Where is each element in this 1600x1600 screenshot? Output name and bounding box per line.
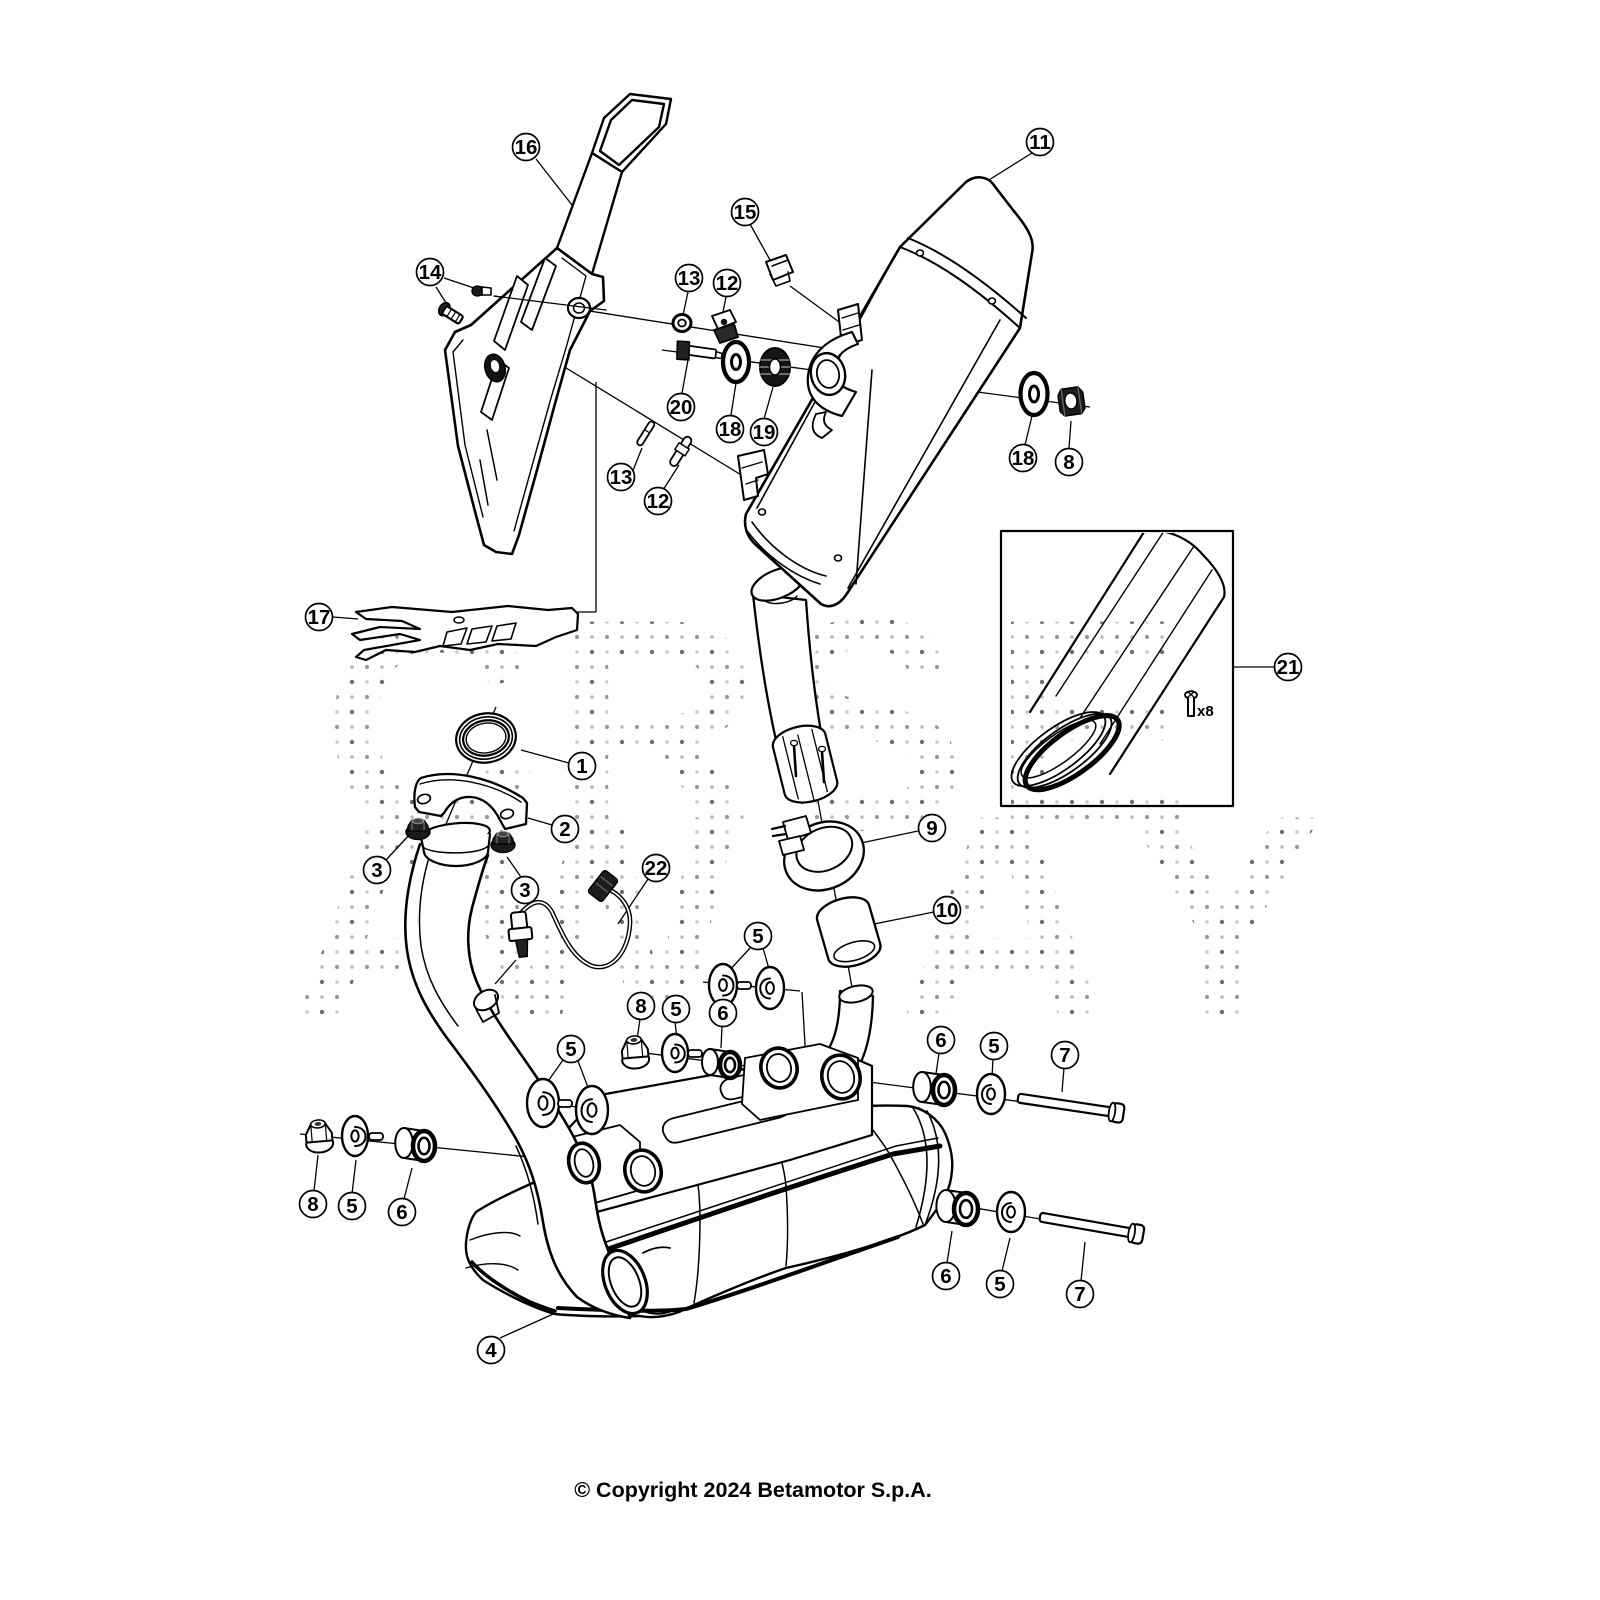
svg-text:21: 21 [1277,656,1300,679]
svg-text:3: 3 [371,859,382,882]
svg-text:6: 6 [940,1265,951,1288]
svg-text:18: 18 [1012,447,1035,470]
svg-text:10: 10 [936,899,959,922]
svg-text:5: 5 [988,1035,999,1058]
svg-text:13: 13 [678,267,701,290]
svg-text:19: 19 [753,421,776,444]
svg-text:2: 2 [559,818,570,841]
svg-text:6: 6 [396,1201,407,1224]
svg-text:5: 5 [994,1273,1005,1296]
svg-text:12: 12 [647,490,670,513]
svg-text:22: 22 [645,857,668,880]
svg-text:7: 7 [1059,1044,1070,1067]
svg-text:7: 7 [1074,1283,1085,1306]
svg-text:x8: x8 [1197,703,1214,720]
svg-text:11: 11 [1029,131,1051,154]
svg-text:5: 5 [565,1038,576,1061]
svg-text:8: 8 [307,1193,318,1216]
svg-text:20: 20 [670,396,693,419]
svg-text:12: 12 [716,272,739,295]
svg-text:8: 8 [635,995,646,1018]
svg-text:3: 3 [519,879,530,902]
svg-text:17: 17 [308,606,331,629]
svg-text:5: 5 [752,925,763,948]
svg-text:13: 13 [610,466,633,489]
svg-text:6: 6 [717,1002,728,1025]
svg-text:14: 14 [419,261,442,284]
svg-text:8: 8 [1063,451,1074,474]
svg-text:5: 5 [670,998,681,1021]
svg-text:© Copyright 2024 Betamotor S.p: © Copyright 2024 Betamotor S.p.A. [574,1478,932,1502]
svg-text:5: 5 [346,1195,357,1218]
svg-text:16: 16 [515,136,538,159]
svg-text:4: 4 [485,1339,497,1362]
svg-text:15: 15 [734,201,757,224]
svg-text:E: E [991,556,1191,892]
svg-text:9: 9 [926,817,937,840]
svg-text:Y: Y [1125,752,1325,1088]
svg-text:6: 6 [935,1029,946,1052]
svg-text:18: 18 [719,418,742,441]
svg-text:1: 1 [576,755,587,778]
